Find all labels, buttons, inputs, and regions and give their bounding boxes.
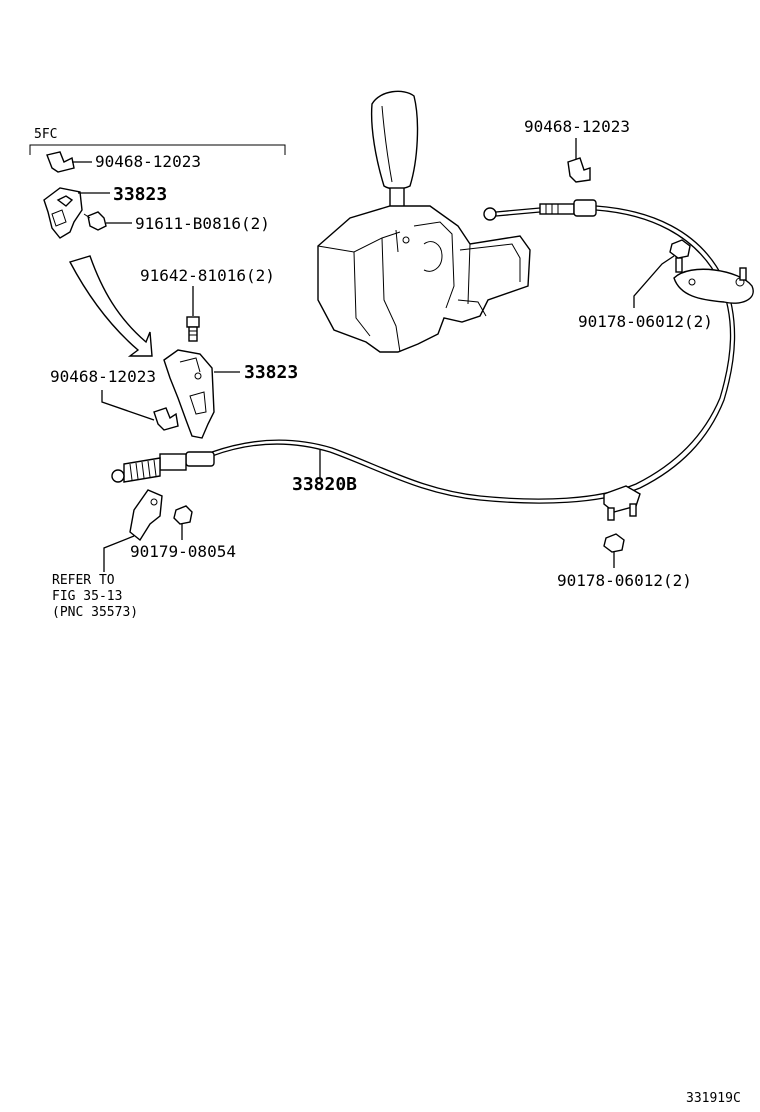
leader-nut-right-upper (633, 255, 675, 308)
refer-line-2: FIG 35-13 (52, 589, 122, 604)
label-cable: 33820B (292, 474, 357, 495)
label-nut-lower: 90179-08054 (130, 542, 236, 561)
leader-clip-middle-left (101, 390, 155, 421)
label-nut-right-upper: 90178-06012(2) (578, 312, 713, 331)
nut-right-lower-icon (603, 533, 625, 553)
bolt-upper-left-icon (83, 211, 132, 231)
label-clip-upper-left: 90468-12023 (95, 152, 201, 171)
leader-refer (103, 535, 135, 572)
bracket-middle-icon (163, 349, 240, 439)
cable-mount-plate-upper-icon (673, 257, 754, 304)
nut-lower-icon (173, 505, 193, 525)
bracket-upper-left-icon (43, 187, 110, 239)
shift-lever-assembly-icon (317, 90, 531, 353)
illustration-code: 331919C (686, 1091, 741, 1106)
label-bolt-middle: 91642-81016(2) (140, 266, 275, 285)
cable-mount-bracket-lower-icon (603, 485, 641, 521)
bolt-middle-icon (186, 316, 200, 342)
refer-line-3: (PNC 35573) (52, 605, 138, 620)
assembly-arrow-icon (68, 255, 153, 357)
group-5fc-frame: 5FC (29, 127, 286, 155)
cable-rod-end-icon (483, 199, 597, 221)
label-bracket-middle: 33823 (244, 362, 298, 383)
refer-line-1: REFER TO (52, 573, 115, 588)
cable-clamp-icon (129, 489, 163, 542)
label-bolt-upper-left: 91611-B0816(2) (135, 214, 270, 233)
group-label: 5FC (34, 127, 57, 142)
nut-right-upper-icon (669, 239, 691, 259)
clip-upper-left-icon (46, 151, 92, 173)
label-nut-right-lower: 90178-06012(2) (557, 571, 692, 590)
label-bracket-upper-left: 33823 (113, 184, 167, 205)
label-clip-middle-left: 90468-12023 (50, 367, 156, 386)
clip-upper-right-icon (567, 157, 591, 183)
label-clip-upper-right: 90468-12023 (524, 117, 630, 136)
clip-middle-left-icon (153, 407, 179, 431)
